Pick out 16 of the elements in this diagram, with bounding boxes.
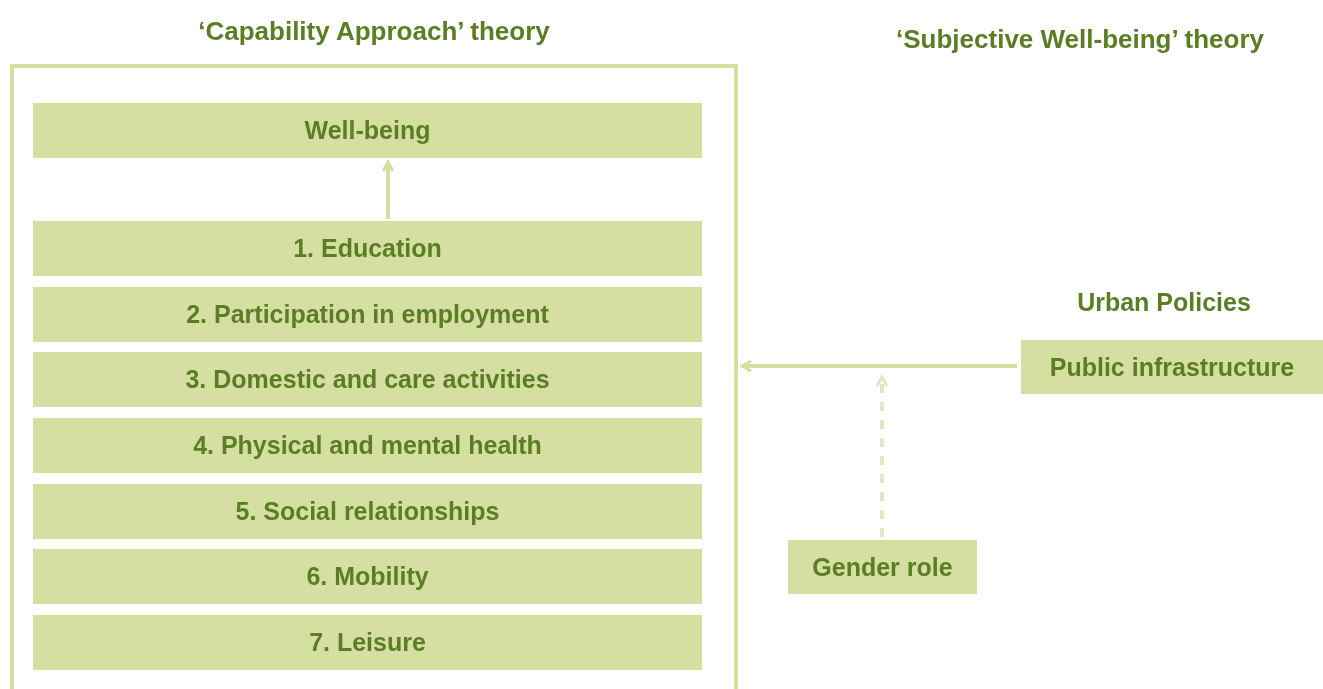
arrow	[740, 359, 1017, 373]
arrow	[381, 160, 395, 219]
factor-box: 5. Social relationships	[33, 484, 702, 539]
box-heading: Urban Policies	[1076, 288, 1252, 317]
factor-box: 4. Physical and mental health	[33, 418, 702, 473]
factor-box: Gender role	[788, 540, 977, 594]
group-heading: ‘Capability Approach’ theory	[197, 16, 551, 47]
factor-box: 1. Education	[33, 221, 702, 276]
arrow	[875, 375, 889, 537]
factor-box: 6. Mobility	[33, 549, 702, 604]
factor-box: 2. Participation in employment	[33, 287, 702, 342]
factor-box: Well-being	[33, 103, 702, 158]
theory-heading: ‘Subjective Well-being’ theory	[895, 24, 1265, 55]
factor-box: 3. Domestic and care activities	[33, 352, 702, 407]
factor-box: Public infrastructure	[1021, 340, 1323, 394]
factor-box: 7. Leisure	[33, 615, 702, 670]
